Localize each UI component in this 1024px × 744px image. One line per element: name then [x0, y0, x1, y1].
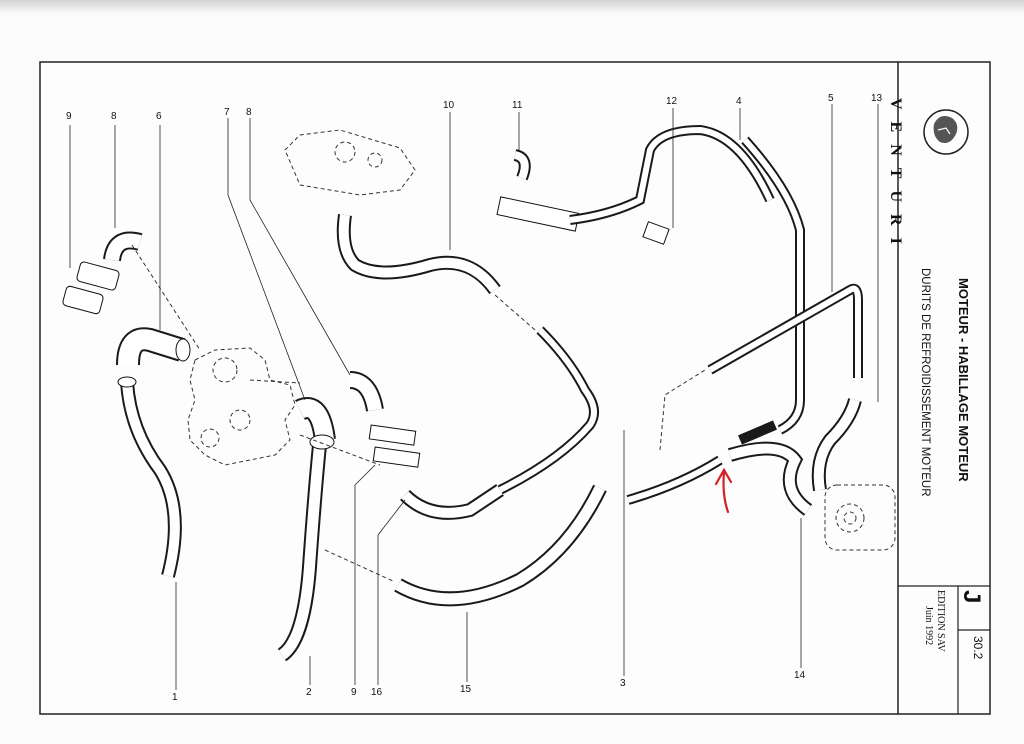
elbow-6-end: [175, 338, 191, 362]
hose-14-inner: [728, 443, 812, 515]
callout-7: 7: [224, 107, 230, 118]
hose-2-inner: [278, 439, 326, 660]
hose-1-inner: [122, 381, 180, 578]
page-subtitle: DURITS DE REFROIDISSEMENT MOTEUR: [919, 268, 931, 497]
callout-8-b: 8: [246, 107, 252, 118]
alignment-line: [659, 369, 706, 451]
page-title: MOTEUR - HABILLAGE MOTEUR: [956, 278, 971, 482]
hose-15-inner: [395, 485, 605, 605]
venturi-lion-logo-icon: [923, 109, 969, 155]
pipe-14-stub: [738, 420, 777, 445]
elbow-8-left-inner: [105, 233, 142, 262]
elbow-6-inner: [118, 329, 185, 366]
hose-1-end: [117, 376, 137, 388]
callout-9: 9: [66, 111, 72, 122]
callout-8: 8: [111, 111, 117, 122]
section-letter: J: [958, 590, 985, 604]
callout-3: 3: [620, 678, 626, 689]
edition-date: Juin 1992: [923, 606, 934, 646]
callout-4: 4: [736, 96, 742, 107]
flange-9-left: [76, 261, 120, 291]
alignment-line: [324, 549, 396, 583]
engine-block: [187, 347, 301, 466]
callout-1: 1: [172, 692, 178, 703]
callout-5: 5: [828, 93, 834, 104]
expansion-tank: [284, 129, 416, 196]
callout-14: 14: [794, 670, 806, 681]
elbow-2-inner: [295, 399, 334, 442]
edition-label: EDITION SAV: [935, 590, 946, 652]
oil-cooler: [824, 484, 896, 551]
hose-3-end-inner: [401, 485, 503, 518]
callout-9-b: 9: [351, 687, 357, 698]
callout-15: 15: [460, 684, 472, 695]
gasket-16: [372, 446, 421, 468]
water-manifold: [496, 124, 775, 245]
callout-11: 11: [512, 100, 523, 111]
pipe-5-inner: [708, 285, 861, 378]
callout-13: 13: [871, 93, 883, 104]
brand-name: VENTURI: [887, 98, 904, 256]
callout-16: 16: [371, 687, 383, 698]
callout-10: 10: [443, 100, 455, 111]
callout-12: 12: [666, 96, 678, 107]
elbow-2-end: [309, 434, 335, 450]
elbow-8-right-inner: [349, 373, 382, 412]
alignment-line: [494, 294, 536, 331]
pipe-3-inner: [498, 327, 597, 493]
alignment-line: [299, 434, 381, 466]
hose-13-inner: [813, 398, 860, 491]
gasket-9-left: [62, 285, 104, 315]
pipe-14-inner: [627, 457, 722, 503]
scan-edge: [0, 0, 1024, 14]
callout-6: 6: [156, 111, 162, 122]
flange-16: [368, 424, 417, 446]
page-number: 30.2: [971, 636, 985, 660]
red-arrow-annotation-icon: [714, 467, 733, 514]
callout-2: 2: [306, 687, 312, 698]
hose-10-inner: [338, 214, 500, 294]
leader-lines: [69, 104, 879, 690]
pipe-4-inner: [742, 137, 803, 433]
